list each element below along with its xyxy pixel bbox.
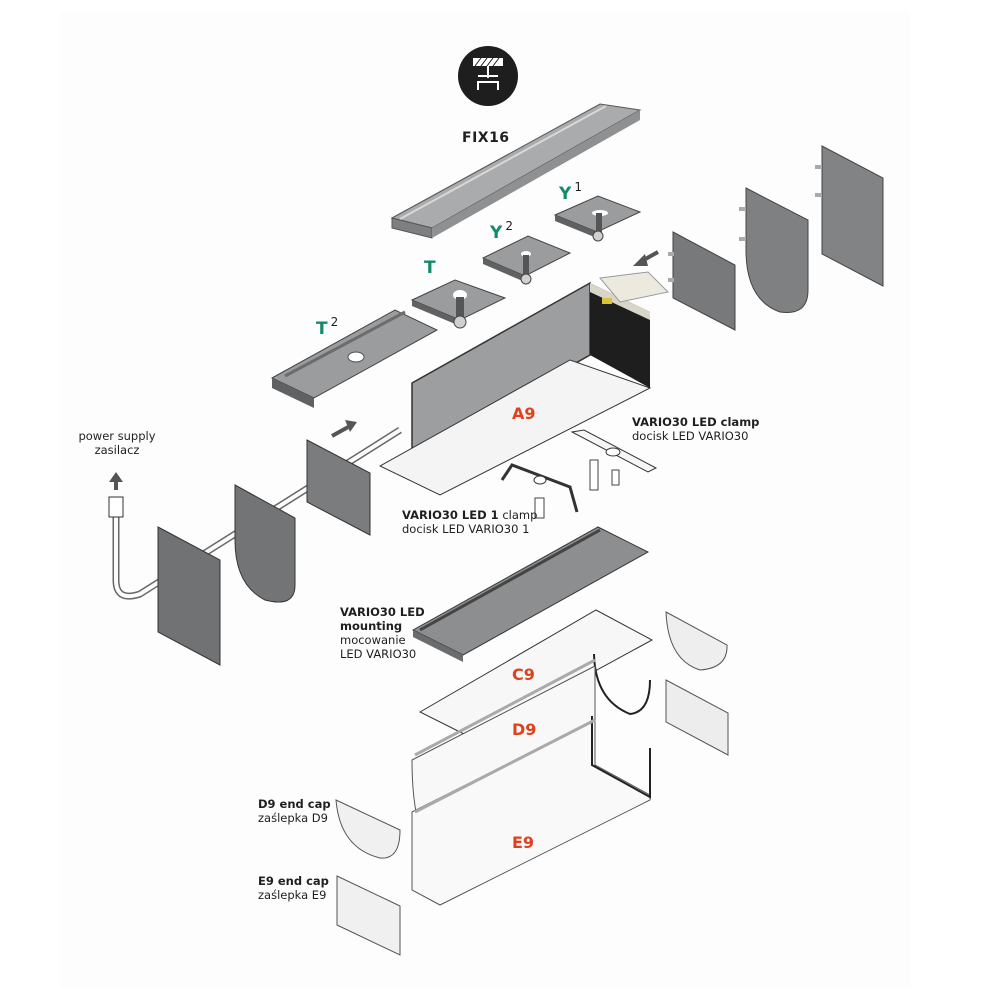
profile-code-a9: A9 [512,404,536,423]
end-cap-left-rect [157,526,221,666]
arrow-up-icon [109,472,123,490]
end-cap-d9 [335,799,401,859]
vario30-clamp-label: VARIO30 LED clamp docisk LED VARIO30 [632,415,759,443]
end-cap-left-rounded [234,484,296,603]
e9-end-cap-en: E9 end cap [258,874,329,888]
vario30-mounting-en-2: mounting [340,619,403,633]
profile-e9 [411,716,651,906]
vario30-1-clamp-en-rest: clamp [498,508,538,522]
profile-code-d9: D9 [512,720,537,739]
vario30-1-clamp [500,463,579,519]
vario30-clamp-pl: docisk LED VARIO30 [632,429,749,443]
vario30-mounting-en-1: VARIO30 LED [340,605,425,619]
power-cable [108,427,402,600]
power-supply-pl: zasilacz [94,443,140,457]
mount-t [410,279,507,329]
d9-end-cap-en: D9 end cap [258,797,331,811]
mount-code-letter: T [424,258,436,278]
power-supply-label: power supply zasilacz [72,429,162,457]
vario30-clamp-en: VARIO30 LED clamp [632,415,760,429]
vario30-1-clamp-en-bold: VARIO30 LED 1 [402,508,499,522]
mount-code-letter: Y [490,223,503,243]
vario30-clamp [570,429,658,491]
profile-a9 [378,271,670,496]
mount-code-sup: 2 [330,315,339,329]
end-cap-c9 [665,611,728,671]
mount-t2-rail [270,309,439,408]
end-cap-d9-right [665,679,729,756]
vario30-mounting-pl-2: LED VARIO30 [340,647,417,661]
end-cap-e9 [336,875,401,956]
vario30-1-clamp-label: VARIO30 LED 1 clamp docisk LED VARIO30 1 [402,508,537,536]
mount-code-letter: Y [559,184,572,204]
vario30-mounting-pl-1: mocowanie [340,633,406,647]
mount-code-letter: T [316,319,328,339]
arrow-left-icon [633,250,659,266]
ceiling-mount-icon [458,46,518,106]
fix16-rail [390,103,642,239]
mount-code-sup: 2 [505,219,513,233]
end-cap-rect [815,145,884,287]
e9-end-cap-label: E9 end cap zaślepka E9 [258,874,329,902]
profile-code-c9: C9 [512,665,535,684]
profile-c9 [418,609,654,739]
vario30-mounting-label: VARIO30 LED mounting mocowanie LED VARIO… [340,605,425,661]
profile-code-e9: E9 [512,833,535,852]
d9-end-cap-pl: zaślepka D9 [258,811,328,825]
vario30-mounting-rail [411,526,650,662]
e9-end-cap-pl: zaślepka E9 [258,888,327,902]
end-cap-a9-flat [668,231,736,331]
mount-y2 [481,235,572,285]
power-supply-en: power supply [78,429,156,443]
end-cap-left-a9 [306,439,371,536]
vario30-1-clamp-pl: docisk LED VARIO30 1 [402,522,530,536]
mount-code-sup: 1 [574,180,582,194]
end-cap-rounded [739,187,809,314]
mount-y1 [553,195,642,242]
arrow-right-icon [331,420,357,438]
mount-code-t: T [424,258,436,278]
d9-end-cap-label: D9 end cap zaślepka D9 [258,797,331,825]
fix16-title: FIX16 [462,130,510,146]
